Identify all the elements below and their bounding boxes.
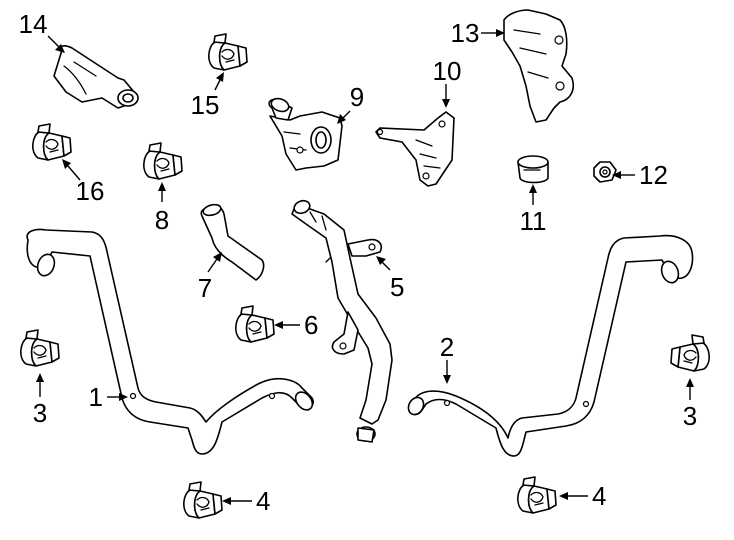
arrow-13 [496,29,505,37]
arrow-10 [442,99,450,108]
part-3-clamp-right [670,334,710,372]
callout-4-right: 4 [592,481,606,511]
arrow-14 [55,44,65,53]
arrow-4-left [222,497,231,505]
leader-14 [47,35,60,48]
callout-3-right: 3 [683,401,697,431]
callout-8: 8 [155,205,169,235]
part-12-nut [593,161,617,183]
arrow-9 [337,114,346,124]
callout-9: 9 [350,82,364,112]
callout-15: 15 [191,90,220,120]
callout-3-left: 3 [33,398,47,428]
part-10-bracket [375,111,455,187]
leader-7 [207,258,218,273]
callout-12: 12 [639,160,668,190]
leader-16 [67,165,81,181]
part-5-coolant-pipe [291,199,393,443]
part-11-bushing [517,155,549,184]
arrow-8 [158,182,166,191]
part-1-coolant-hose-left [26,228,315,455]
callout-labels: 1 2 3 3 4 4 5 6 7 8 9 10 11 12 13 14 15 … [19,9,698,516]
part-9-thermostat-housing [268,97,343,171]
callout-4-left: 4 [256,486,270,516]
part-13-cover [503,9,575,123]
arrow-16 [62,159,71,169]
arrow-11 [529,184,537,193]
part-8-clamp [143,142,183,180]
arrow-3-left [36,373,44,382]
callout-13: 13 [451,18,480,48]
callout-11: 11 [520,206,547,236]
callout-10: 10 [433,56,462,86]
part-2-coolant-hose-right [407,234,694,457]
leader-15 [214,79,221,91]
part-15-clamp [208,33,248,71]
callout-1: 1 [89,382,103,412]
callout-5: 5 [390,272,404,302]
part-7-small-hose [200,203,265,281]
callout-2: 2 [440,332,454,362]
part-4-clamp-left [183,481,223,519]
arrow-5 [376,256,386,265]
callout-16: 16 [76,176,105,206]
leader-5 [381,261,391,271]
arrow-4-right [559,492,568,500]
part-6-clamp [235,305,275,343]
part-16-clamp [32,123,72,161]
arrow-1 [119,393,128,401]
callout-14: 14 [19,9,48,39]
arrow-3-right [686,378,694,387]
arrow-7 [213,252,222,262]
arrow-2 [443,375,451,384]
arrow-15 [216,72,224,82]
arrow-6 [274,321,283,329]
arrow-12 [612,171,621,179]
callout-leaders [36,29,694,505]
callout-6: 6 [304,310,318,340]
leader-9 [342,110,351,119]
part-3-clamp-left [20,329,60,367]
part-4-clamp-right [517,476,557,514]
part-14-hose-connector [53,45,139,109]
callout-7: 7 [198,273,212,303]
